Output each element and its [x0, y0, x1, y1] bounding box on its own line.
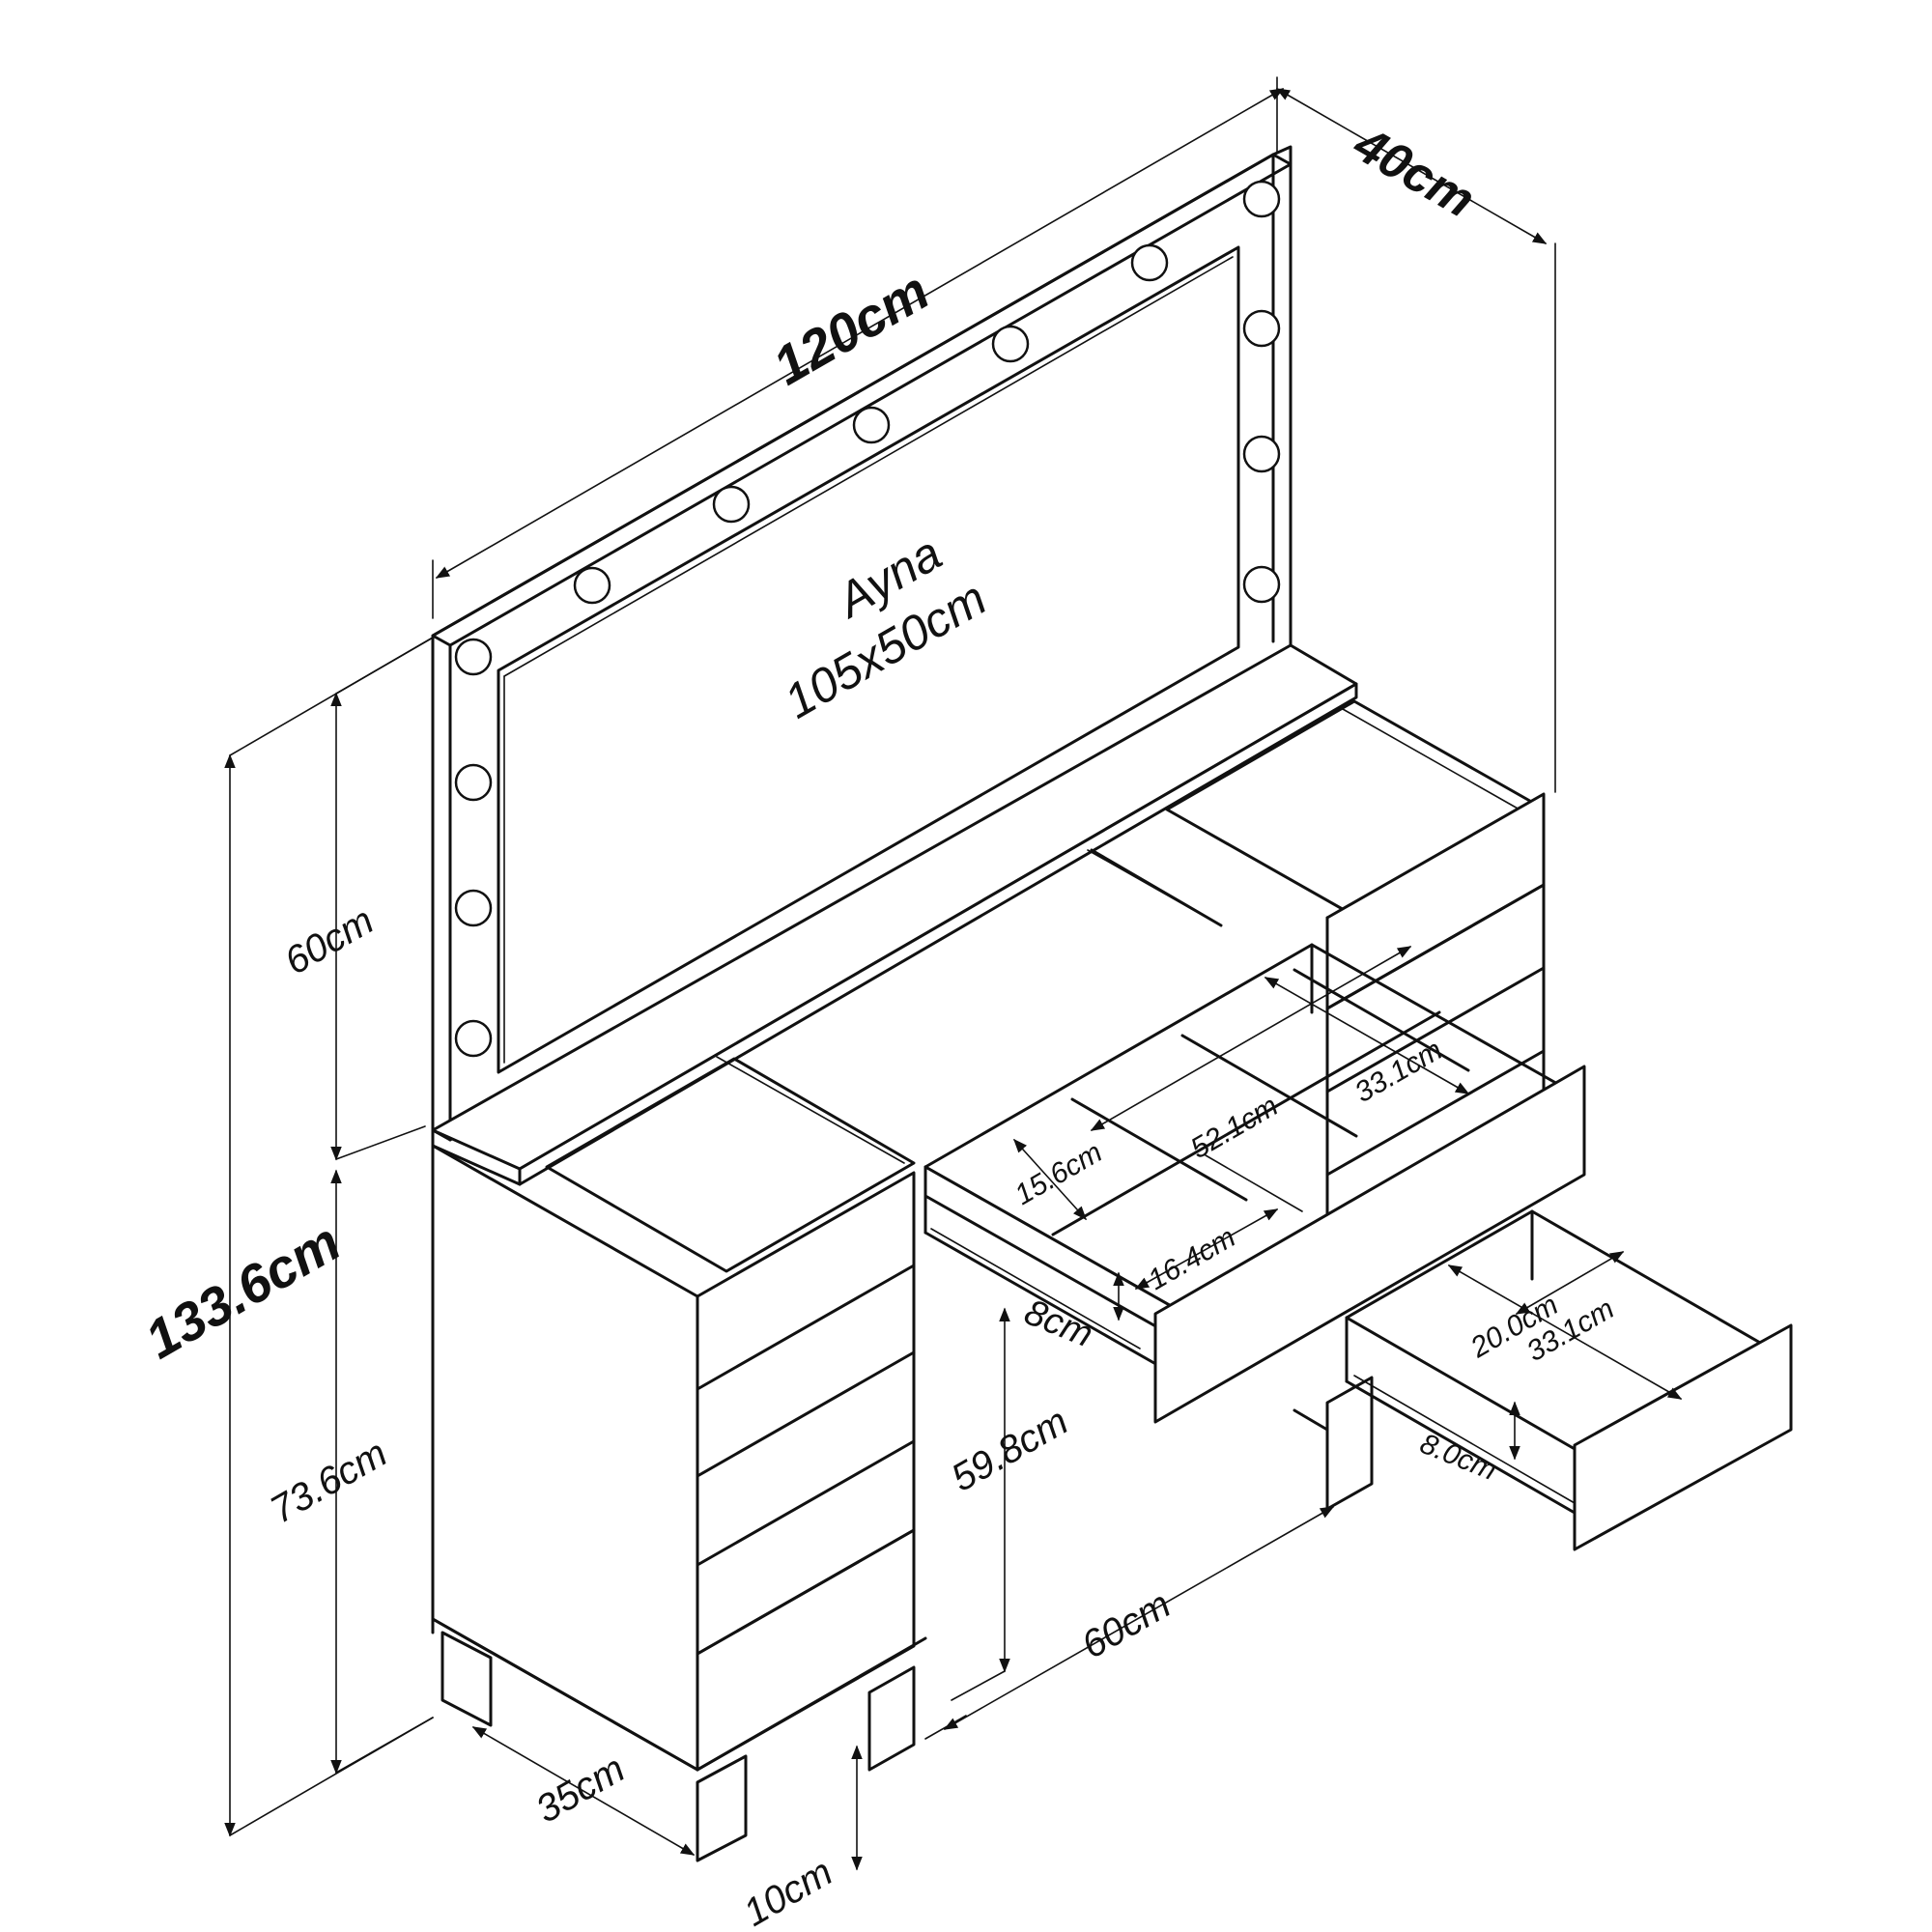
center-drawer	[923, 849, 1586, 1424]
bulb-row	[454, 180, 1281, 1058]
cabinet-height-label: 73.6cm	[264, 1432, 395, 1532]
drawer-depth-label: 52.1cm	[1185, 1090, 1284, 1165]
mirror-height-label: 60cm	[278, 899, 382, 983]
leg-height-label: 10cm	[737, 1851, 840, 1932]
dimension-lines	[224, 76, 1556, 1871]
mirror	[431, 145, 1293, 1142]
knee-width-label: 60cm	[1075, 1583, 1179, 1667]
drawer-height-label: 8cm	[1019, 1292, 1098, 1355]
compartment-a-label: 15.6cm	[1009, 1136, 1108, 1211]
cabinet-depth-label: 35cm	[529, 1747, 633, 1832]
depth-label: 40cm	[1344, 116, 1484, 229]
side-drawer	[1345, 1209, 1793, 1551]
knee-height-label: 59.8cm	[945, 1400, 1076, 1500]
total-height-label: 133.6cm	[135, 1210, 351, 1370]
left-cabinet	[431, 1144, 927, 1862]
